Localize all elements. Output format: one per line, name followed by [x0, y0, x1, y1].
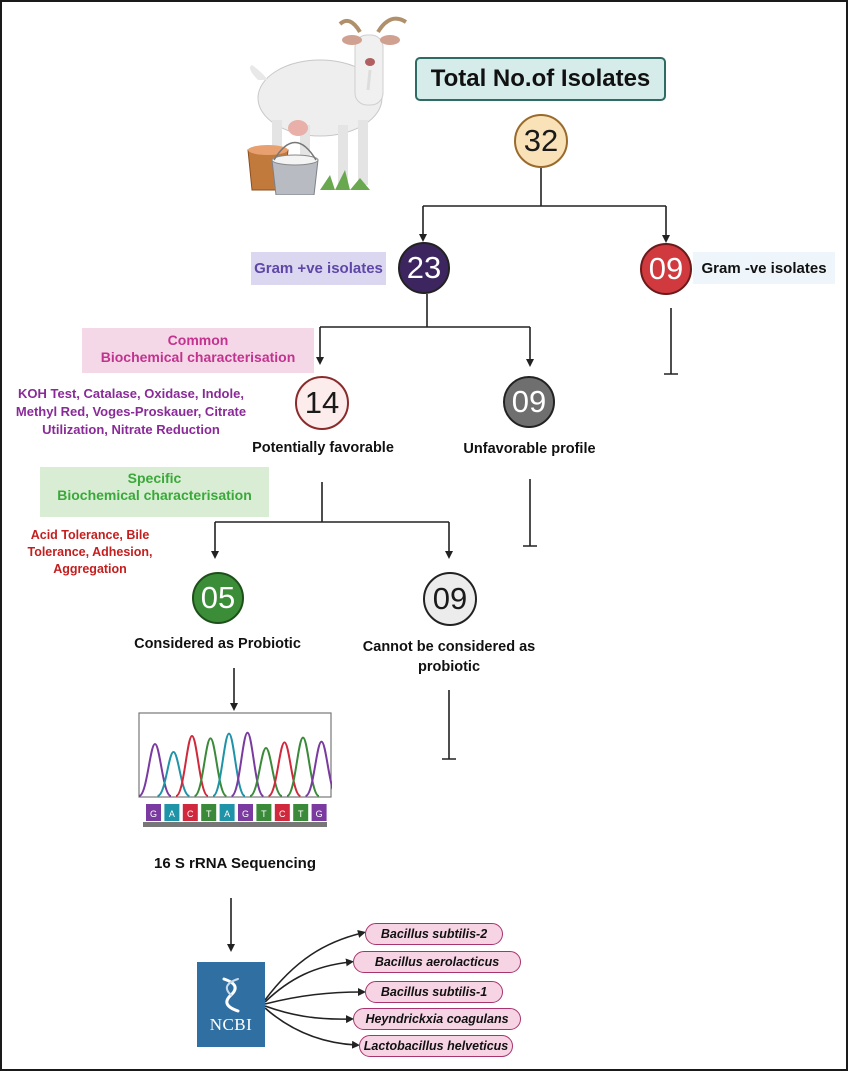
base-tile [201, 804, 217, 821]
arrow-to-organism-5 [264, 1007, 360, 1049]
specific-characterisation-label: Specific Biochemical characterisation [40, 467, 269, 517]
connector-total-split [423, 168, 666, 207]
chromatogram-peak [212, 732, 246, 797]
base-letter: A [169, 809, 175, 819]
specific-characterisation-title-line2: Biochemical characterisation [57, 487, 252, 503]
terminator-not-probiotic [442, 690, 456, 760]
node-not-probiotic: 09 [423, 572, 477, 626]
probiotic-label: Considered as Probiotic [134, 636, 301, 652]
common-tests-list: KOH Test, Catalase, Oxidase, Indole, Met… [15, 386, 247, 437]
node-gram-positive: 23 [398, 242, 450, 294]
arrow-to-organism-4 [264, 1005, 354, 1024]
arrow-to-organism-1 [264, 930, 366, 1001]
sequencing-label: 16 S rRNA Sequencing [154, 855, 316, 872]
base-letter: T [261, 809, 267, 819]
chromatogram-peak [156, 750, 191, 797]
connector-favorable-split [215, 482, 449, 523]
goat-milk-icon [247, 16, 408, 195]
potentially-favorable-label: Potentially favorable [252, 440, 394, 456]
base-tile [293, 804, 309, 821]
node-potentially-favorable: 14 [295, 376, 349, 430]
gram-positive-label: Gram +ve isolates [251, 252, 386, 285]
base-tile [274, 804, 290, 821]
organism-badge: Heyndrickxia coagulans [353, 1008, 521, 1030]
chromatogram-peak [286, 736, 320, 797]
terminator-unfavorable [523, 479, 537, 547]
common-characterisation-label: Common Biochemical characterisation [82, 328, 314, 373]
base-tile [311, 804, 327, 821]
node-probiotic: 05 [192, 572, 244, 624]
ncbi-logo-icon: NCBI [197, 962, 265, 1047]
base-letter: A [224, 809, 230, 819]
base-letter: G [242, 809, 249, 819]
ncbi-label: NCBI [209, 1015, 253, 1034]
base-letter: C [187, 809, 194, 819]
organism-badge: Bacillus subtilis-1 [365, 981, 503, 1003]
base-letter: G [316, 809, 323, 819]
organism-badge: Bacillus aerolacticus [353, 951, 521, 973]
base-letter: T [298, 809, 304, 819]
gram-negative-label: Gram -ve isolates [693, 252, 835, 284]
total-isolates-title: Total No.of Isolates [415, 57, 666, 101]
connector-gram-positive-split [320, 294, 530, 328]
not-probiotic-label: Cannot be considered as probiotic [362, 639, 536, 675]
chromatogram-peak [175, 734, 209, 797]
base-tile [219, 804, 235, 821]
dna-helix-icon [222, 977, 240, 1013]
base-tile [256, 804, 272, 821]
terminator-gram-negative [664, 308, 678, 375]
arrow-to-organism-3 [264, 988, 366, 1005]
node-gram-negative: 09 [640, 243, 692, 295]
node-total-isolates: 32 [514, 114, 568, 168]
base-letter: C [279, 809, 286, 819]
organism-badge: Lactobacillus helveticus [359, 1035, 513, 1057]
common-characterisation-title-line1: Common [167, 332, 229, 348]
arrow-to-organism-2 [264, 958, 354, 1003]
node-unfavorable: 09 [503, 376, 555, 428]
base-tile [146, 804, 161, 821]
chromatogram-peak [267, 741, 302, 797]
base-letter: T [206, 809, 212, 819]
chromatogram-peak [304, 740, 332, 797]
specific-tests-list: Acid Tolerance, Bile Tolerance, Adhesion… [27, 528, 153, 576]
chromatogram-peak [193, 737, 228, 797]
base-tile [238, 804, 253, 821]
unfavorable-label: Unfavorable profile [463, 441, 596, 457]
chromatogram-peak [249, 746, 283, 797]
common-characterisation-title-line2: Biochemical characterisation [100, 349, 296, 365]
specific-characterisation-title-line1: Specific [127, 470, 182, 486]
organism-badge: Bacillus subtilis-2 [365, 923, 503, 945]
base-tile [182, 804, 198, 821]
base-letter: G [150, 809, 157, 819]
base-tile [164, 804, 180, 821]
